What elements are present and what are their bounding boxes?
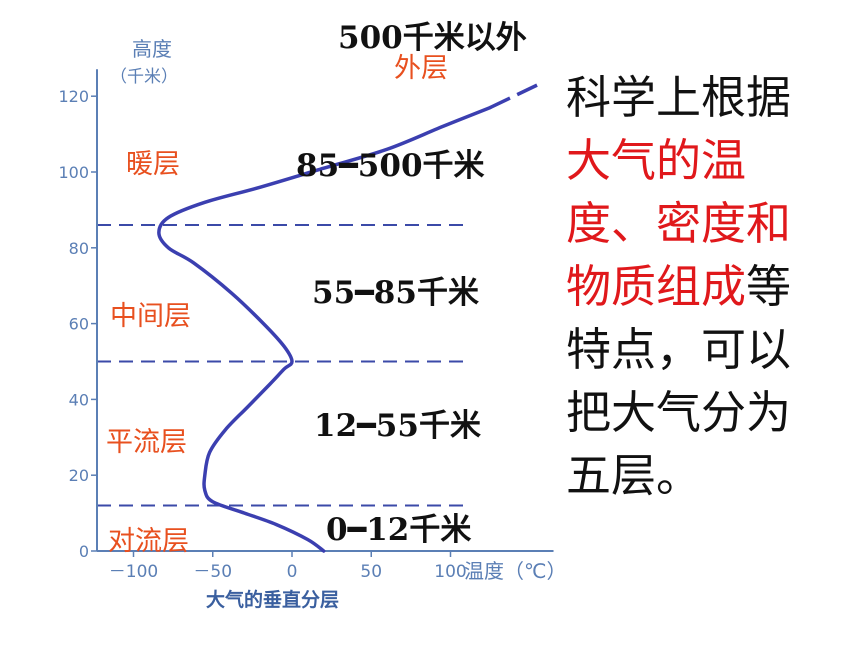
- x-tick-label: －100: [109, 562, 158, 582]
- y-tick-label: 20: [69, 466, 89, 485]
- temperature-curve: [157, 83, 539, 553]
- x-tick-label: 100: [434, 562, 466, 582]
- y-tick-label: 80: [69, 239, 89, 258]
- y-tick-label: 40: [69, 390, 89, 409]
- y-tick-label: 100: [58, 163, 89, 182]
- layer-mesosphere: 中间层: [110, 301, 191, 332]
- explanation-part-1: 科学上根据: [566, 71, 792, 124]
- x-tick-label: 50: [360, 562, 382, 582]
- y-tick-label: 120: [58, 87, 89, 106]
- x-axis-label: 温度（℃）: [464, 559, 566, 583]
- explanation-emphasis: 大气的温度、密度和物质组成: [566, 134, 792, 313]
- axis-labels: 高度 （千米） 温度（℃） 大气的垂直分层: [110, 37, 566, 611]
- layer-troposphere: 对流层: [108, 526, 189, 557]
- range-troposphere: 0━12千米: [326, 512, 472, 548]
- y-axis-unit: （千米）: [110, 67, 178, 87]
- layer-boundaries: [97, 224, 468, 507]
- y-axis-label: 高度: [132, 37, 172, 61]
- temperature-curve-solid: [157, 105, 492, 553]
- layer-exosphere: 外层: [394, 53, 448, 84]
- layer-thermosphere: 暖层: [126, 149, 180, 180]
- explanation-text: 科学上根据大气的温度、密度和物质组成等特点，可以把大气分为五层。: [566, 66, 796, 507]
- y-tick-label: 60: [69, 315, 89, 334]
- temperature-curve-dashed: [489, 83, 539, 110]
- x-tick-label: －50: [193, 562, 232, 582]
- y-tick-label: 0: [79, 542, 89, 561]
- top-note: 500千米以外: [338, 20, 527, 56]
- x-tick-label: 0: [287, 562, 298, 582]
- range-mesosphere: 55━85千米: [312, 275, 479, 311]
- axes: 0 20 40 60 80 100 120 －100 －50 0 50 100: [58, 69, 554, 582]
- explanation-part-3: 等特点，可以把大气分为五层。: [566, 260, 792, 502]
- chart-title: 大气的垂直分层: [206, 588, 339, 611]
- layer-stratosphere: 平流层: [106, 427, 187, 458]
- range-stratosphere: 12━55千米: [314, 408, 481, 444]
- range-thermosphere: 85━500千米: [296, 148, 485, 184]
